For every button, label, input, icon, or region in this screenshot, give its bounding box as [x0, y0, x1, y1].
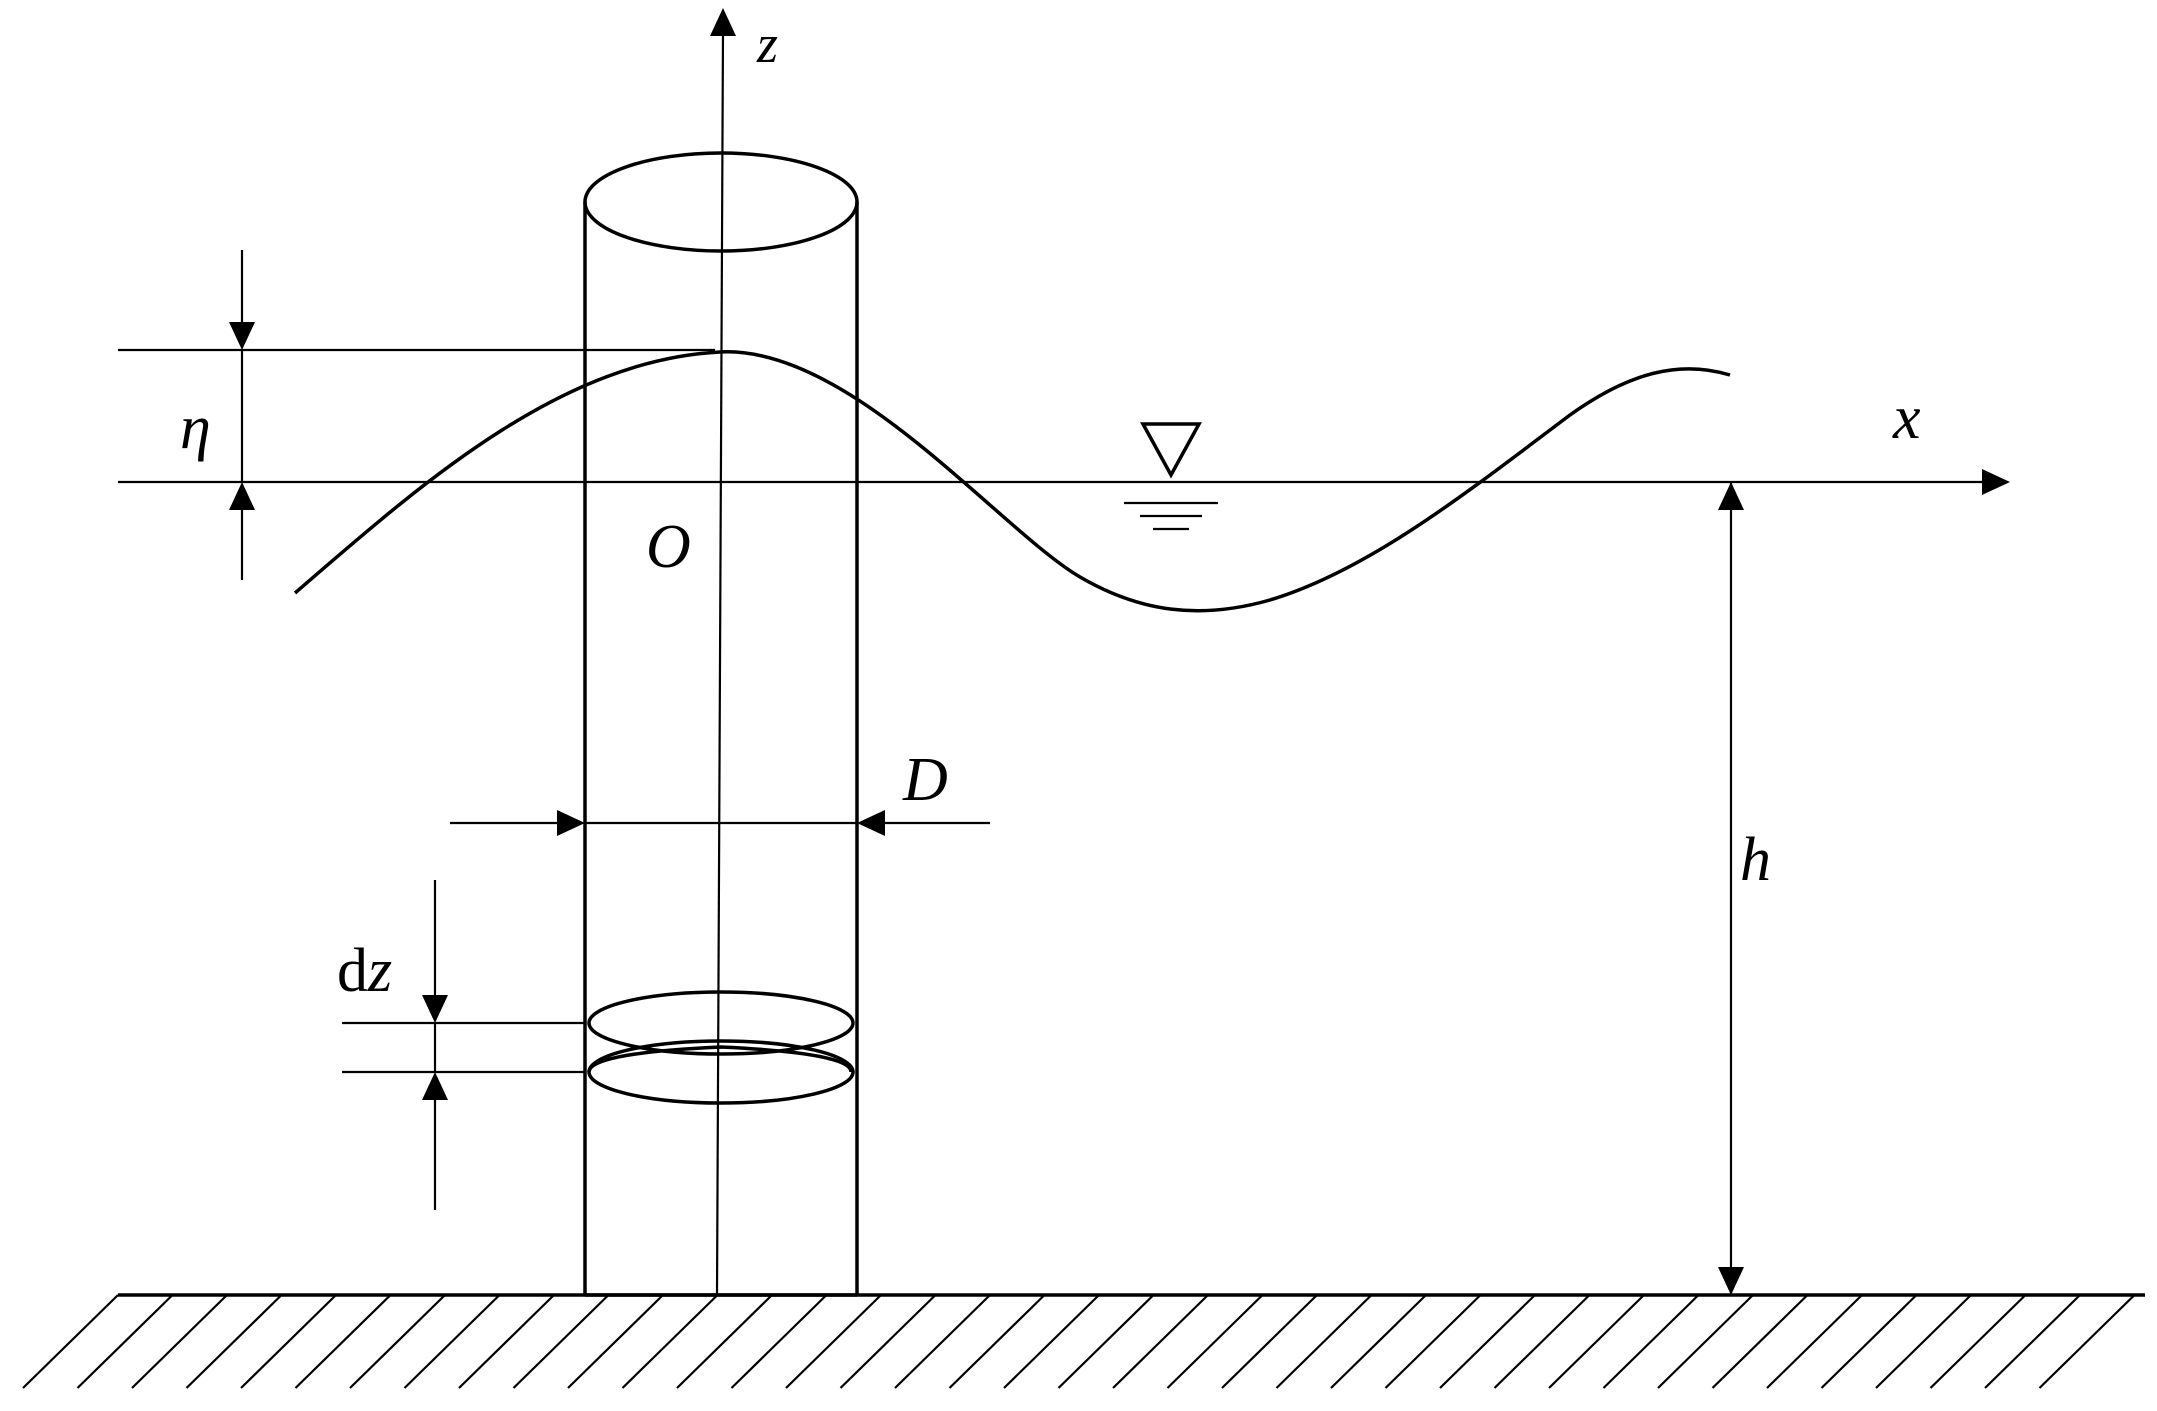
- seabed-hatch-line: [1166, 1294, 1264, 1389]
- seabed-hatch-line: [1439, 1294, 1536, 1389]
- seabed-hatch-line: [1820, 1294, 1918, 1389]
- z-axis-label: z: [756, 14, 778, 74]
- z-axis-arrowhead: [710, 8, 736, 36]
- x-axis-label: x: [1892, 384, 1921, 452]
- depth-bottom-arrowhead: [1718, 1267, 1744, 1295]
- seabed-hatch-line: [22, 1294, 119, 1389]
- seabed-hatch-line: [2038, 1294, 2136, 1389]
- seabed-hatch-line: [839, 1294, 937, 1389]
- seabed-hatch-line: [1548, 1294, 1645, 1389]
- seabed-hatch-line: [131, 1294, 228, 1389]
- seabed-hatching: [22, 1294, 2136, 1389]
- dz-label-z: z: [367, 937, 392, 1005]
- seabed-hatch-line: [1057, 1294, 1155, 1389]
- wave-profile: [293, 350, 1731, 613]
- depth-top-arrowhead: [1718, 482, 1744, 510]
- x-axis: x: [118, 384, 2010, 495]
- seabed-hatch-line: [1330, 1294, 1427, 1389]
- diameter-label: D: [902, 746, 948, 814]
- seabed-hatch-line: [76, 1294, 174, 1389]
- z-axis-line: [715, 29, 725, 1296]
- diameter-left-arrowhead: [557, 810, 585, 836]
- seabed: [22, 1293, 2145, 1389]
- diameter-dimension: D: [450, 746, 990, 836]
- slice-lower-ellipse-back: [587, 1045, 853, 1073]
- seabed-hatch-line: [1929, 1294, 2027, 1389]
- seabed-hatch-line: [403, 1294, 501, 1389]
- seabed-hatch-line: [1766, 1294, 1863, 1389]
- seabed-hatch-line: [1003, 1294, 1100, 1389]
- slice-lower-ellipse: [587, 1039, 855, 1105]
- z-axis: z: [710, 8, 778, 1296]
- seabed-hatch-line: [1384, 1294, 1482, 1389]
- seabed-hatch-line: [785, 1294, 882, 1389]
- dz-top-arrowhead: [422, 995, 448, 1023]
- dz-bottom-arrowhead: [422, 1072, 448, 1100]
- seabed-hatch-line: [458, 1294, 555, 1389]
- eta-bottom-arrowhead: [229, 482, 255, 510]
- seabed-hatch-line: [1602, 1294, 1700, 1389]
- seabed-hatch-line: [1711, 1294, 1809, 1389]
- x-axis-arrowhead: [1982, 469, 2010, 495]
- seabed-hatch-line: [1984, 1294, 2081, 1389]
- seabed-hatch-line: [240, 1294, 337, 1389]
- water-level-symbol: [1124, 422, 1218, 531]
- dz-label: dz: [337, 937, 392, 1005]
- seabed-hatch-line: [1112, 1294, 1209, 1389]
- depth-dimension: h: [1718, 482, 1771, 1295]
- slice-upper-ellipse: [587, 990, 855, 1056]
- dz-label-d: d: [337, 937, 368, 1005]
- diameter-right-arrowhead: [857, 810, 885, 836]
- seabed-hatch-line: [567, 1294, 664, 1389]
- seabed-hatch-line: [1275, 1294, 1373, 1389]
- seabed-hatch-line: [185, 1294, 283, 1389]
- seabed-hatch-line: [512, 1294, 610, 1389]
- seabed-hatch-line: [1221, 1294, 1318, 1389]
- seabed-hatch-line: [349, 1294, 446, 1389]
- seabed-hatch-line: [1657, 1294, 1754, 1389]
- dz-dimension: dz: [337, 880, 585, 1210]
- eta-label: η: [180, 394, 211, 462]
- eta-dimension: η: [180, 250, 255, 580]
- depth-label: h: [1740, 826, 1771, 894]
- eta-top-arrowhead: [229, 322, 255, 350]
- seabed-hatch-line: [1493, 1294, 1591, 1389]
- origin-label: O: [646, 513, 691, 581]
- seabed-hatch-line: [1875, 1294, 1972, 1389]
- seabed-hatch-line: [676, 1294, 773, 1389]
- seabed-hatch-line: [294, 1294, 392, 1389]
- seabed-hatch-line: [730, 1294, 828, 1389]
- seabed-hatch-line: [894, 1294, 991, 1389]
- water-level-triangle: [1140, 422, 1202, 479]
- seabed-hatch-line: [621, 1294, 719, 1389]
- seabed-hatch-line: [948, 1294, 1046, 1389]
